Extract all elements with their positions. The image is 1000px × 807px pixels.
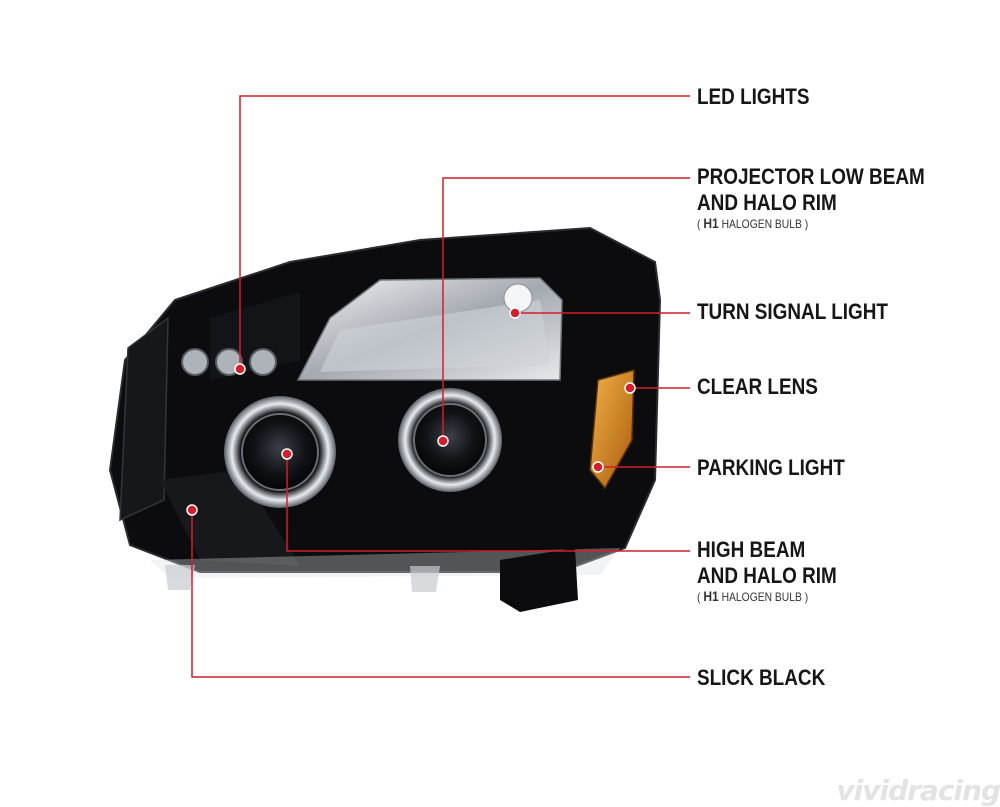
dot-led-lights: [234, 363, 246, 375]
led-lights: [181, 348, 277, 376]
bulb-type-high-beam: H1: [703, 588, 719, 604]
callout-projector-low-beam: PROJECTOR LOW BEAM AND HALO RIM ( H1 HAL…: [697, 164, 925, 231]
label-led-lights: LED LIGHTS: [697, 84, 810, 109]
callout-dots: [186, 307, 636, 516]
callout-parking-light: PARKING LIGHT: [697, 455, 845, 481]
label-turn-signal: TURN SIGNAL LIGHT: [697, 299, 888, 324]
leader-projector-low-beam: [442, 177, 690, 441]
label-clear-lens: CLEAR LENS: [697, 374, 818, 399]
dot-projector-low-beam: [437, 435, 449, 447]
dot-high-beam: [281, 448, 293, 460]
bulb-note-high-beam: ( H1 HALOGEN BULB ): [697, 588, 809, 604]
callout-slick-black: SLICK BLACK: [697, 665, 825, 691]
turn-signal-reflector: [296, 277, 563, 381]
label-parking-light: PARKING LIGHT: [697, 455, 845, 480]
dot-parking-light: [592, 461, 604, 473]
callout-led-lights: LED LIGHTS: [697, 84, 809, 110]
callout-high-beam: HIGH BEAM AND HALO RIM ( H1 HALOGEN BULB…: [697, 537, 837, 604]
bulb-suffix-high-beam: HALOGEN BULB: [721, 590, 802, 604]
amber-side-marker: [589, 369, 635, 490]
label-projector-low-beam-line1: PROJECTOR LOW BEAM: [697, 164, 925, 189]
watermark-logo: vividracing: [836, 774, 1000, 807]
label-high-beam-line1: HIGH BEAM: [697, 537, 806, 562]
callout-turn-signal: TURN SIGNAL LIGHT: [697, 299, 888, 325]
leader-slick-black: [191, 510, 690, 678]
label-projector-low-beam-line2: AND HALO RIM: [697, 190, 837, 215]
leader-led-lights: [239, 95, 690, 369]
label-slick-black: SLICK BLACK: [697, 665, 826, 690]
bulb-type-low-beam: H1: [703, 215, 719, 231]
low-beam-projector: [398, 388, 502, 492]
dot-slick-black: [186, 504, 198, 516]
high-beam-projector: [224, 396, 336, 508]
callout-clear-lens: CLEAR LENS: [697, 374, 818, 400]
bulb-note-low-beam: ( H1 HALOGEN BULB ): [697, 215, 809, 231]
dot-turn-signal: [509, 307, 521, 319]
bulb-suffix-low-beam: HALOGEN BULB: [721, 217, 802, 231]
leader-high-beam: [286, 454, 690, 552]
leader-lines: [191, 95, 690, 678]
label-high-beam-line2: AND HALO RIM: [697, 563, 837, 588]
dot-clear-lens: [624, 382, 636, 394]
